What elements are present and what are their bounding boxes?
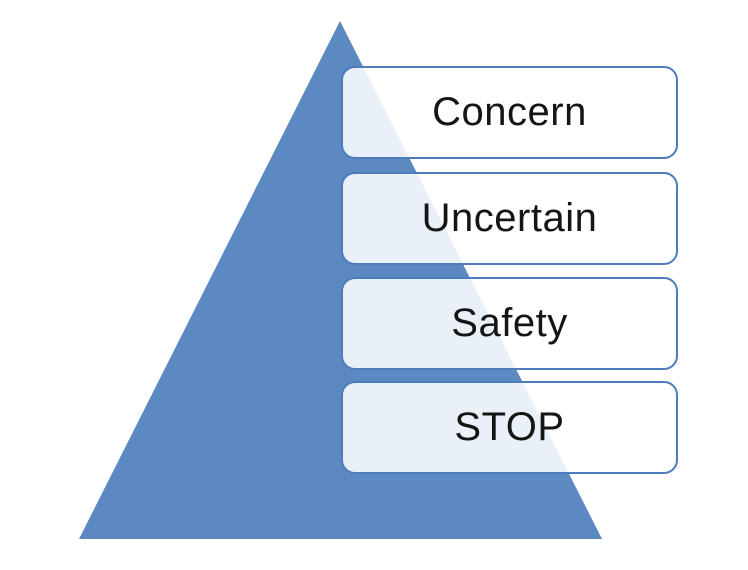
- pyramid-level-label: Uncertain: [421, 195, 598, 240]
- pyramid-level-concern: Concern: [341, 66, 678, 159]
- pyramid-level-uncertain: Uncertain: [341, 172, 678, 265]
- pyramid-level-stop: STOP: [341, 381, 678, 474]
- pyramid-level-label: Safety: [451, 300, 568, 345]
- pyramid-level-label: Concern: [432, 89, 587, 134]
- pyramid-level-safety: Safety: [341, 277, 678, 370]
- pyramid-level-label: STOP: [454, 404, 565, 449]
